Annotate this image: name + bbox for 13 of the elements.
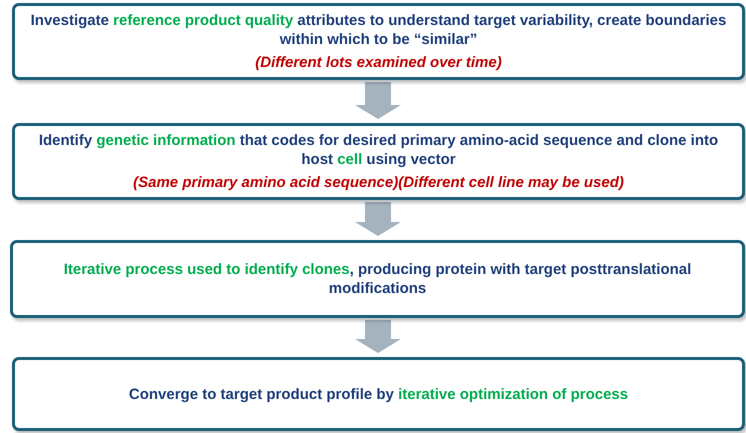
step-text: Investigate reference product quality attributes to understand target variability, create boundaries within which to be “similar” (30, 11, 728, 49)
block-arrow (355, 82, 401, 119)
process-box (12, 3, 745, 80)
step-text: Identify genetic information that codes for desired primary amino-acid sequence and clone into host cell using vector (38, 131, 720, 169)
process-box (12, 357, 745, 431)
step-note: (Same primary amino acid sequence)(Different cell line may be used) (133, 173, 624, 192)
step-note: (Different lots examined over time) (255, 53, 502, 72)
process-box (12, 123, 745, 200)
block-arrow (355, 320, 401, 353)
process-box (10, 240, 745, 318)
step-text: Converge to target product profile by iterative optimization of process (128, 384, 628, 404)
step-text: Iterative process used to identify clones, producing protein with target posttranslational modifications (62, 260, 692, 298)
block-arrow (355, 202, 401, 236)
